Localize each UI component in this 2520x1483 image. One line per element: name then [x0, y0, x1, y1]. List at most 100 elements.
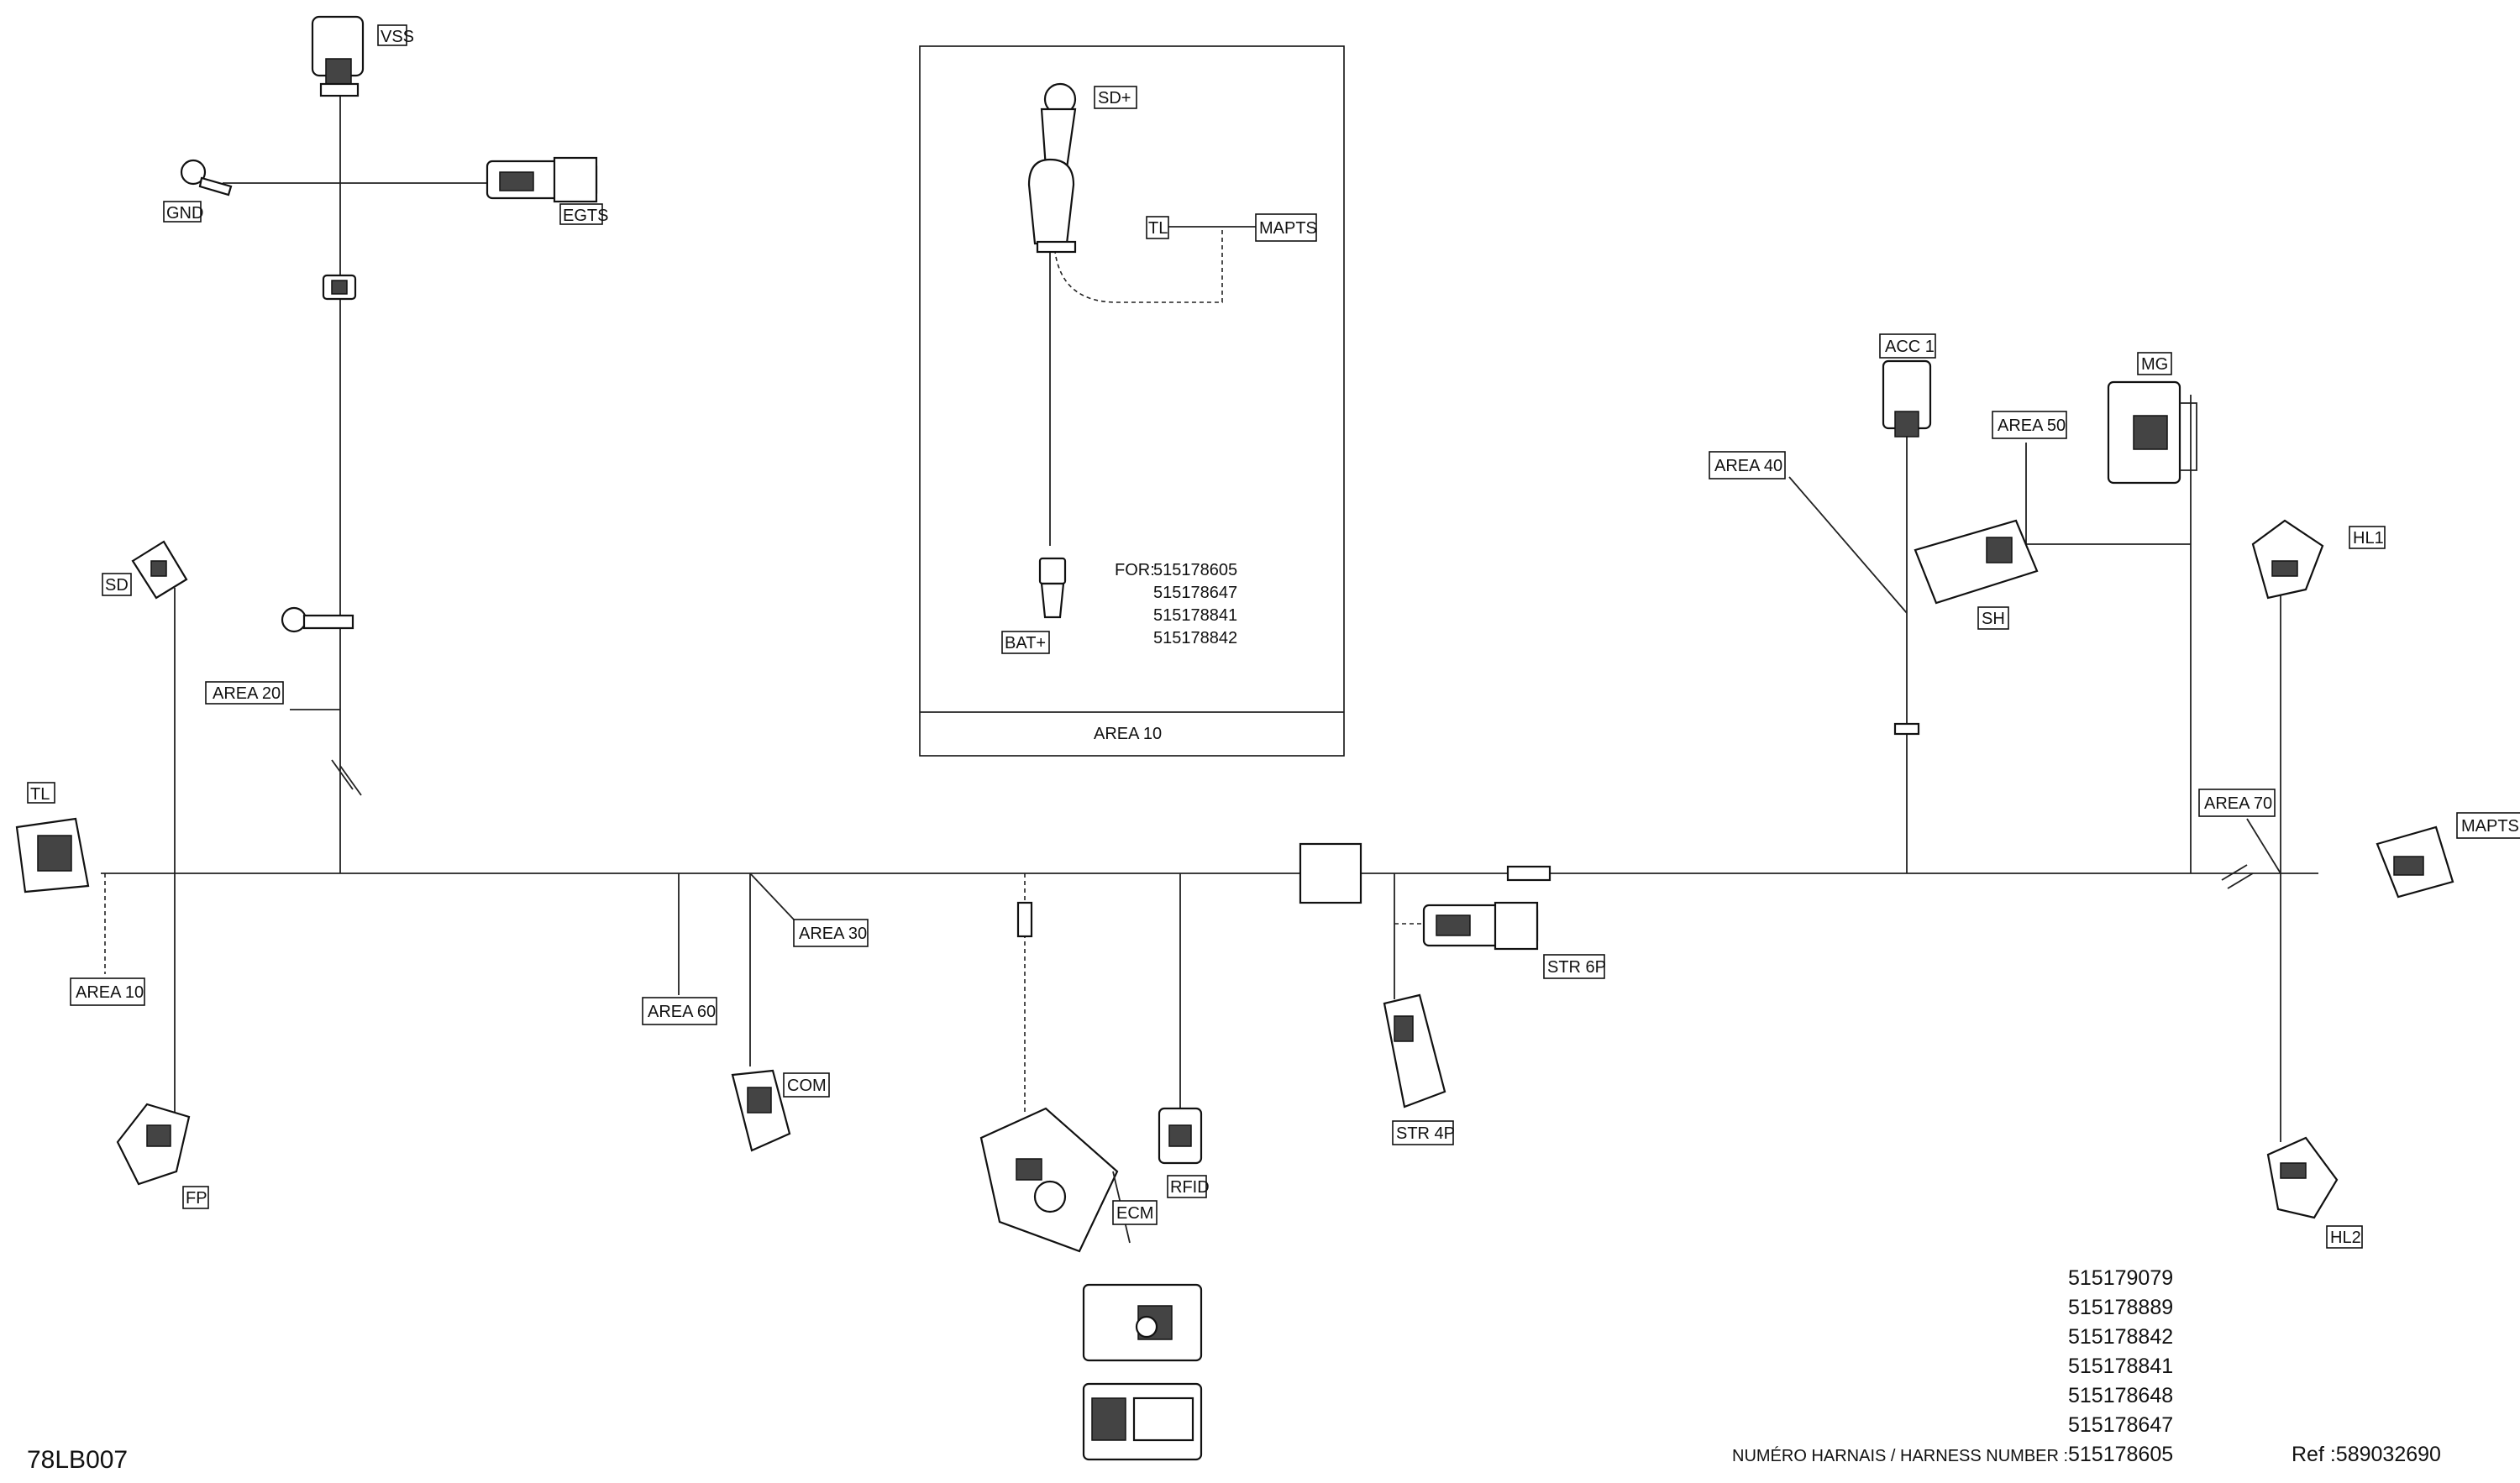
harness-number: 515178647: [2068, 1413, 2173, 1437]
svg-text:COM: COM: [787, 1077, 827, 1095]
rfid-connector: [1158, 1107, 1203, 1165]
label-tl-left: TL: [27, 782, 55, 804]
inset-for-number: 515178841: [1153, 606, 1237, 625]
harness-number: 515178841: [2068, 1355, 2173, 1378]
break-mark: [2227, 873, 2254, 889]
label-hl2: HL2: [2326, 1225, 2363, 1249]
svg-text:AREA 50: AREA 50: [1998, 417, 2066, 435]
label-area70: AREA 70: [2198, 789, 2276, 817]
harness-number: 515178605: [2068, 1443, 2173, 1466]
inset-tl-wire: [1053, 226, 1223, 303]
label-rfid: RFID: [1167, 1175, 1210, 1198]
break-mark: [331, 759, 354, 790]
label-sd: SD: [102, 573, 132, 596]
svg-text:SD+: SD+: [1098, 89, 1131, 107]
svg-text:AREA 60: AREA 60: [648, 1003, 716, 1021]
label-acc1: ACC 1: [1879, 333, 1936, 359]
mapts-connector-right: [2376, 825, 2454, 899]
drawing-code: 78LB007: [27, 1446, 128, 1474]
str4p-connector: [1383, 993, 1446, 1108]
label-area20: AREA 20: [205, 681, 284, 705]
svg-text:TL: TL: [30, 785, 50, 804]
inline-connector: [1506, 865, 1551, 882]
svg-text:TL: TL: [1148, 219, 1168, 238]
inline-splice: [322, 274, 357, 301]
vss-connector: [311, 15, 365, 97]
label-inset-mapts: MAPTS: [1255, 213, 1317, 242]
label-inset-tl: TL: [1146, 216, 1169, 239]
inset-for-number: 515178605: [1153, 561, 1237, 579]
inline-fuse: [1016, 901, 1033, 938]
inset-for-number: 515178842: [1153, 629, 1237, 647]
inline-splice-acc: [1893, 722, 1920, 736]
tl-connector-left: [15, 817, 90, 893]
area30-leader: [749, 873, 795, 920]
svg-text:STR 4P: STR 4P: [1396, 1124, 1455, 1143]
svg-text:MAPTS: MAPTS: [2461, 817, 2519, 836]
ground-ring-terminal: [281, 606, 354, 633]
area70-leader: [2246, 818, 2281, 874]
break-mark: [2221, 864, 2248, 881]
label-str6p: STR 6P: [1543, 954, 1606, 979]
str6p-connector: [1422, 901, 1539, 951]
label-area50: AREA 50: [1992, 411, 2067, 439]
svg-text:HL2: HL2: [2330, 1229, 2361, 1247]
svg-text:SH: SH: [1982, 610, 2005, 628]
svg-text:MG: MG: [2141, 355, 2168, 374]
gnd-ring-terminal: [180, 159, 233, 197]
ecm-connector: [979, 1107, 1203, 1461]
fp-connector: [116, 1103, 191, 1186]
label-mapts-right: MAPTS: [2456, 812, 2520, 839]
svg-text:VSS: VSS: [381, 28, 414, 46]
label-bat-plus: BAT+: [1001, 631, 1050, 654]
label-area60: AREA 60: [642, 997, 717, 1025]
label-area10-left: AREA 10: [70, 977, 145, 1006]
break-mark: [339, 765, 362, 796]
inset-for-label: FOR:: [1115, 561, 1155, 579]
label-hl1: HL1: [2349, 526, 2386, 549]
svg-text:FP: FP: [186, 1189, 207, 1208]
svg-text:STR 6P: STR 6P: [1547, 958, 1606, 977]
svg-text:BAT+: BAT+: [1005, 634, 1046, 652]
svg-text:AREA 10: AREA 10: [76, 983, 144, 1002]
svg-text:MAPTS: MAPTS: [1259, 219, 1317, 238]
svg-text:GND: GND: [166, 204, 203, 223]
svg-text:AREA 70: AREA 70: [2204, 794, 2272, 813]
harness-number: 515179079: [2068, 1266, 2173, 1290]
hl2-connector: [2266, 1136, 2339, 1219]
bat-plus-terminal: [1038, 557, 1067, 619]
svg-text:ACC 1: ACC 1: [1885, 338, 1935, 356]
egts-connector: [486, 156, 598, 203]
label-sd-plus: SD+: [1094, 86, 1137, 109]
area40-leader: [1788, 476, 1908, 614]
sd-plus-terminal: [1027, 82, 1077, 254]
harness-number: 515178889: [2068, 1296, 2173, 1319]
svg-text:AREA 20: AREA 20: [213, 684, 281, 703]
label-fp: FP: [182, 1186, 209, 1209]
svg-text:SD: SD: [105, 576, 129, 595]
label-mg: MG: [2137, 352, 2172, 375]
label-vss: VSS: [377, 24, 414, 46]
svg-text:ECM: ECM: [1116, 1204, 1153, 1223]
svg-text:HL1: HL1: [2353, 529, 2384, 548]
label-area40: AREA 40: [1709, 451, 1786, 479]
harness-number: 515178842: [2068, 1325, 2173, 1349]
label-gnd: GND: [163, 201, 203, 223]
inset-panel: [919, 45, 1345, 757]
inset-area-label: AREA 10: [1094, 725, 1162, 743]
sh-connector: [1914, 519, 2039, 605]
com-connector: [731, 1069, 791, 1152]
inset-for-number: 515178647: [1153, 584, 1237, 602]
svg-text:RFID: RFID: [1170, 1178, 1210, 1197]
label-str4p: STR 4P: [1392, 1120, 1455, 1145]
label-egts: EGTS: [559, 203, 608, 225]
label-area30: AREA 30: [793, 919, 869, 947]
reference-number: Ref :589032690: [2292, 1443, 2441, 1466]
hl1-connector: [2251, 519, 2324, 600]
harness-number: 515178648: [2068, 1384, 2173, 1407]
label-com: COM: [783, 1072, 830, 1098]
acc1-connector: [1882, 359, 1932, 438]
svg-text:AREA 40: AREA 40: [1714, 457, 1782, 475]
svg-text:EGTS: EGTS: [563, 207, 608, 225]
